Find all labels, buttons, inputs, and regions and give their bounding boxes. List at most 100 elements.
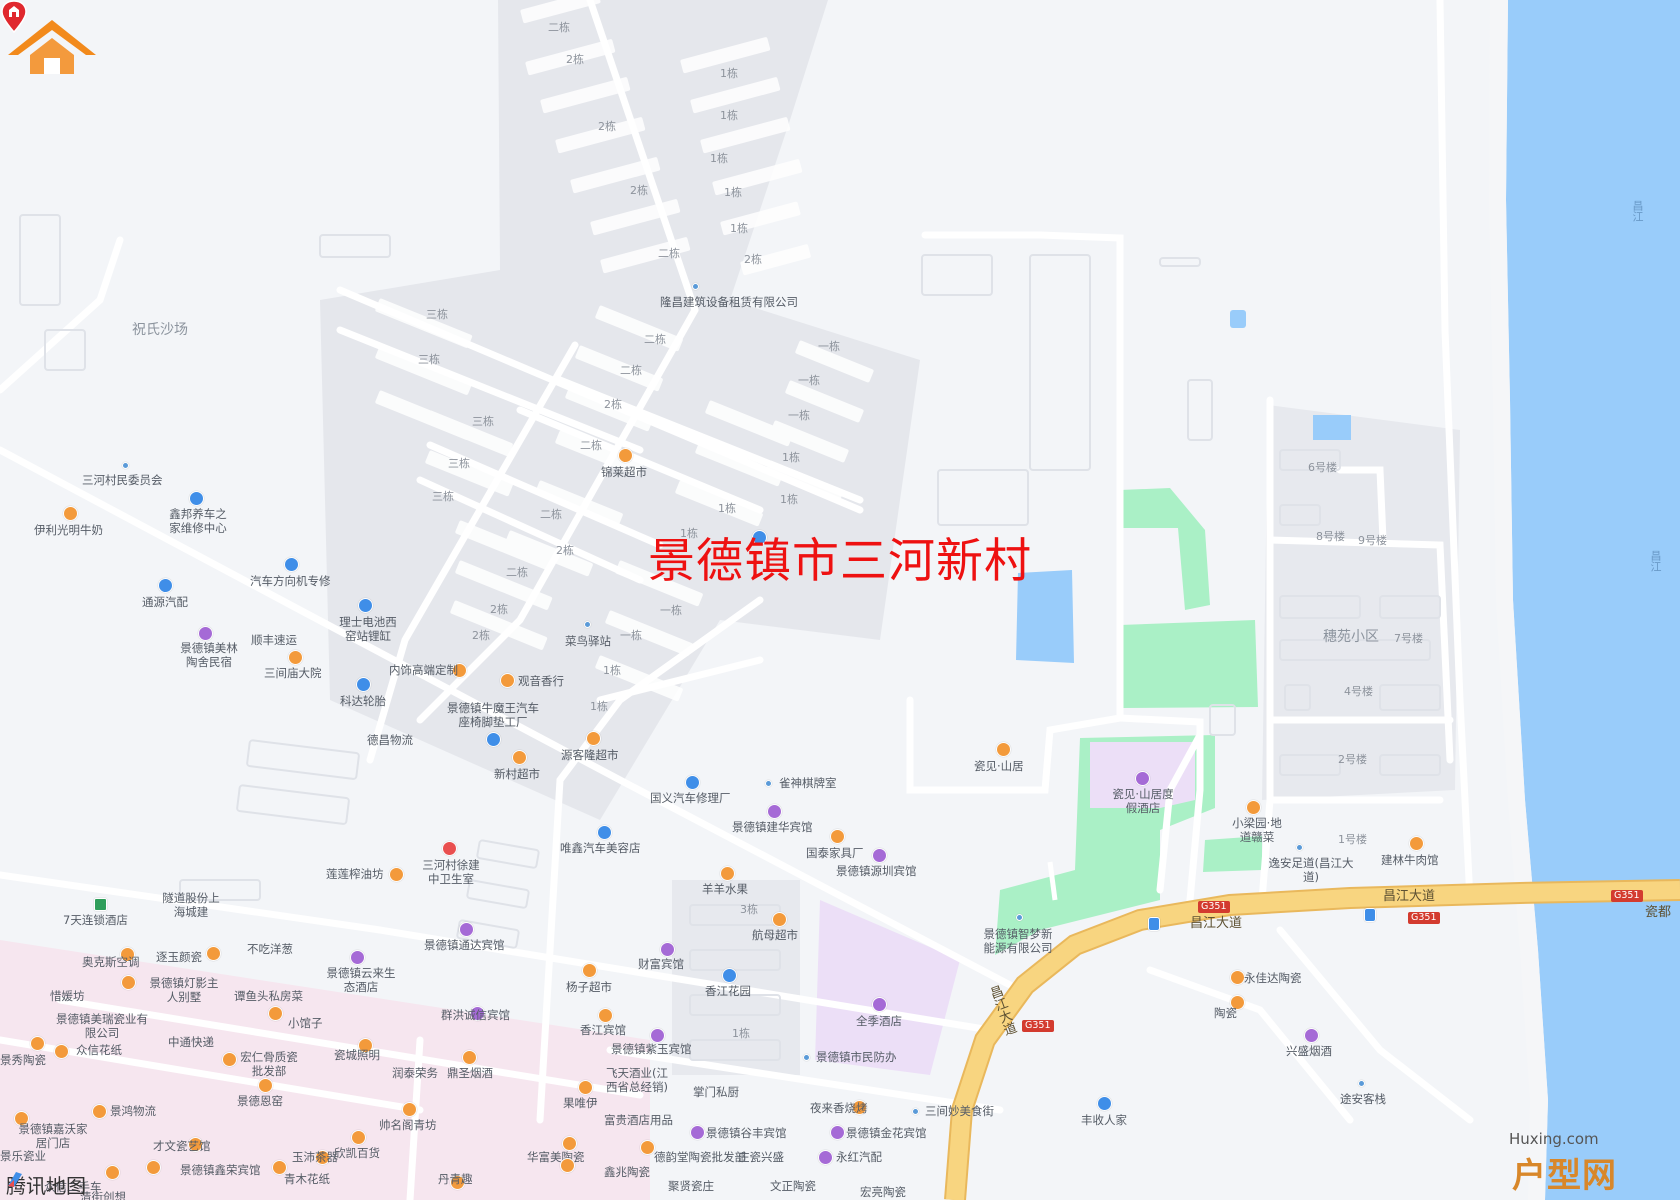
car-service-icon[interactable] [685,775,700,790]
car-service-icon[interactable] [189,491,204,506]
poi-label[interactable]: 三河村民委员会 [82,473,163,487]
shop-icon[interactable] [389,867,404,882]
poi-label[interactable]: 建林牛肉馆 [1381,853,1439,867]
poi-label[interactable]: 群洪诚信宾馆 [441,1008,510,1022]
poi-label[interactable]: 景德恩窑 [237,1094,283,1108]
shop-icon[interactable] [63,506,78,521]
service-icon[interactable] [752,530,767,545]
supermarket-icon[interactable] [512,750,527,765]
poi-marker[interactable] [765,780,772,787]
hotel-icon[interactable] [1135,771,1150,786]
poi-label[interactable]: 三间妙美食街 [925,1104,994,1118]
poi-label[interactable]: 谭鱼头私房菜 [234,989,303,1003]
poi-label[interactable]: 景德镇美林陶舍民宿 [180,641,238,669]
poi-label[interactable]: 德韵堂陶瓷批发部 [654,1150,746,1164]
poi-marker[interactable] [912,1108,919,1115]
poi-label[interactable]: 景德镇云来生态酒店 [326,966,396,994]
poi-label[interactable]: 掌门私厨 [693,1085,739,1099]
poi-label[interactable]: 玉沛茶器 [292,1150,338,1164]
fruit-shop-icon[interactable] [720,866,735,881]
shop-icon[interactable] [450,1175,465,1190]
car-service-icon[interactable] [597,825,612,840]
poi-label[interactable]: 观音香行 [518,674,564,688]
poi-label[interactable]: 惜媛坊 [50,989,85,1003]
poi-label[interactable]: 宏亮陶瓷 [860,1185,906,1199]
shop-icon[interactable] [562,1136,577,1151]
shop-icon[interactable] [315,1150,330,1165]
poi-label[interactable]: 聚贤瓷庄 [668,1179,714,1193]
poi-label[interactable]: 内饰高端定制 [389,663,458,677]
supermarket-icon[interactable] [582,963,597,978]
restaurant-icon[interactable] [1230,995,1245,1010]
poi-label[interactable]: 财富宾馆 [638,957,684,971]
poi-label[interactable]: 鼎圣烟酒 [447,1066,493,1080]
poi-label[interactable]: 润泰荣务 [392,1066,438,1080]
restaurant-icon[interactable] [268,1006,283,1021]
poi-label[interactable]: 景德镇建华宾馆 [732,820,813,834]
poi-label[interactable]: 景德镇嘉沃家居门店 [18,1122,88,1150]
shop-icon[interactable] [188,1137,203,1152]
restaurant-icon[interactable] [288,650,303,665]
poi-label[interactable]: 景秀陶瓷 [0,1053,46,1067]
shop-icon[interactable] [14,1111,29,1126]
poi-label[interactable]: 理士电池西窑站锂缸 [339,615,397,643]
supermarket-icon[interactable] [772,912,787,927]
car-service-icon[interactable] [486,732,501,747]
poi-label[interactable]: 富贵酒店用品 [604,1113,673,1127]
supermarket-icon[interactable] [618,448,633,463]
shop-icon[interactable] [222,1052,237,1067]
poi-label[interactable]: 逐玉颜瓷 [156,950,202,964]
hotel-icon[interactable] [830,1125,845,1140]
poi-label[interactable]: 景德镇通达宾馆 [424,938,505,952]
poi-label[interactable]: 科达轮胎 [340,694,386,708]
poi-label[interactable]: 鑫邦养车之家维修中心 [169,507,227,535]
clinic-icon[interactable] [442,841,457,856]
poi-label[interactable]: 雀神棋牌室 [779,776,837,790]
poi-label[interactable]: 景德镇谷丰宾馆 [706,1126,787,1140]
location-pin-icon[interactable] [0,0,28,34]
hotel-icon[interactable] [459,922,474,937]
poi-label[interactable]: 香江宾馆 [580,1023,626,1037]
poi-label[interactable]: 才文瓷艺馆 [153,1139,211,1153]
poi-label[interactable]: 华富美陶瓷 [527,1150,585,1164]
poi-label[interactable]: 三间庙大院 [264,666,322,680]
poi-label[interactable]: 陶瓷 [1214,1006,1237,1020]
furniture-icon[interactable] [830,829,845,844]
car-service-icon[interactable] [356,677,371,692]
poi-label[interactable]: 鑫兆陶瓷 [604,1165,650,1179]
poi-label[interactable]: 杨子超市 [566,980,612,994]
restaurant-icon[interactable] [1409,836,1424,851]
car-service-icon[interactable] [158,578,173,593]
poi-label[interactable]: 三河村徐建中卫生室 [422,858,480,886]
shop-icon[interactable] [351,1130,366,1145]
poi-label[interactable]: 羊羊水果 [702,882,748,896]
poi-label[interactable]: 景鸿物流 [110,1104,156,1118]
shop-icon[interactable] [560,1158,575,1173]
poi-label[interactable]: 景乐瓷业 [0,1149,46,1163]
hotel-icon[interactable] [598,1008,613,1023]
poi-label[interactable]: 宏仁骨质瓷批发部 [240,1050,298,1078]
poi-label[interactable]: 小梁园·地道赣菜 [1232,816,1282,844]
poi-label[interactable]: 香江花园 [705,984,751,998]
poi-label[interactable]: 丰收人家 [1081,1113,1127,1127]
poi-label[interactable]: 景德镇牛魔王汽车座椅脚垫工厂 [447,701,539,729]
shop-icon[interactable] [92,1104,107,1119]
poi-label[interactable]: 众信花纸 [76,1043,122,1057]
poi-label[interactable]: 文正陶瓷 [770,1179,816,1193]
shop-icon[interactable] [452,663,467,678]
poi-label[interactable]: 顺丰速运 [251,633,297,647]
shop-icon[interactable] [105,1165,120,1180]
poi-label[interactable]: 欣凯百货 [334,1146,380,1160]
restaurant-icon[interactable] [852,1100,867,1115]
poi-label[interactable]: 青木花纸 [284,1172,330,1186]
poi-label[interactable]: 航母超市 [752,928,798,942]
poi-label[interactable]: 景德镇源圳宾馆 [836,864,917,878]
poi-label[interactable]: 隧道股份上海城建 [162,891,220,919]
poi-label[interactable]: 途安客栈 [1340,1092,1386,1106]
poi-label[interactable]: 景德镇灯影主人别墅 [149,976,219,1004]
restaurant-icon[interactable] [996,742,1011,757]
poi-label[interactable]: 不吃洋葱 [247,942,293,956]
poi-label[interactable]: 7天连锁酒店 [63,913,128,927]
poi-label[interactable]: 小馆子 [288,1016,323,1030]
car-service-icon[interactable] [358,598,373,613]
